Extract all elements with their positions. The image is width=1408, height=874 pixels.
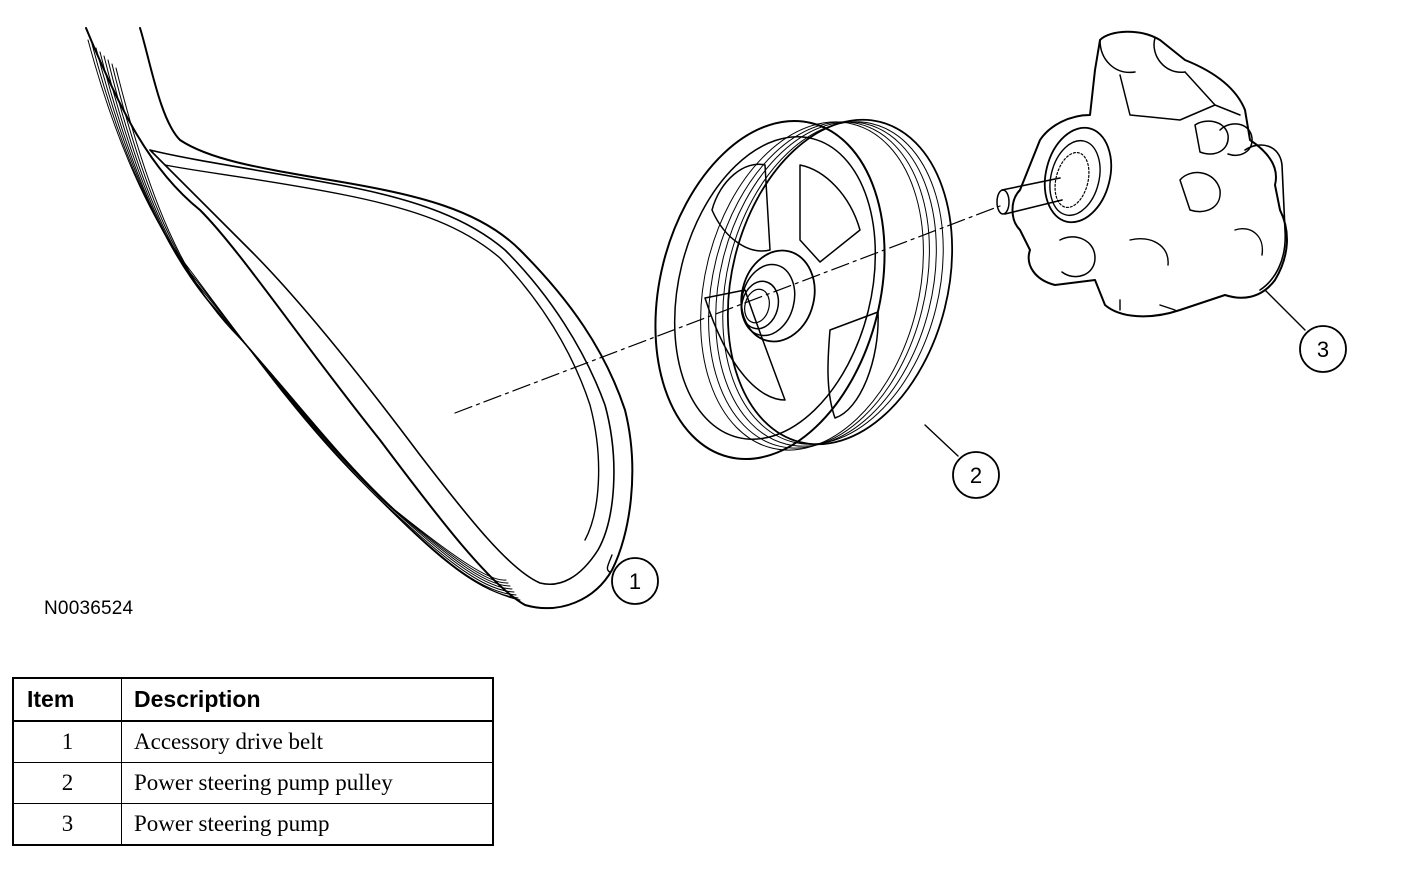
- leader-line-1: [606, 554, 613, 573]
- row-description: Power steering pump: [121, 803, 494, 846]
- legend-header-row: Item Description: [12, 677, 494, 722]
- callout-1-number: 1: [629, 569, 641, 594]
- table-row: 3 Power steering pump: [12, 803, 494, 846]
- legend-table: Item Description 1 Accessory drive belt …: [12, 677, 494, 846]
- callout-3: 3: [1299, 325, 1347, 373]
- accessory-drive-belt: [85, 27, 634, 610]
- power-steering-pump: [996, 30, 1288, 318]
- table-row: 1 Accessory drive belt: [12, 720, 494, 763]
- header-item: Item: [12, 677, 122, 722]
- row-item-number: 1: [12, 720, 122, 763]
- row-description: Accessory drive belt: [121, 720, 494, 763]
- callout-2-number: 2: [970, 463, 982, 488]
- figure-id: N0036524: [44, 598, 134, 619]
- row-item-number: 2: [12, 762, 122, 804]
- exploded-view-illustration: 1 2 3: [85, 27, 1347, 610]
- leader-line-3: [1264, 289, 1306, 331]
- row-item-number: 3: [12, 803, 122, 846]
- leader-line-2: [924, 424, 959, 457]
- callout-1: 1: [611, 557, 659, 605]
- callout-2: 2: [952, 451, 1000, 499]
- power-steering-pump-pulley: [654, 118, 954, 460]
- center-axis-line: [454, 205, 1001, 414]
- header-description: Description: [121, 677, 494, 722]
- table-row: 2 Power steering pump pulley: [12, 762, 494, 804]
- row-description: Power steering pump pulley: [121, 762, 494, 804]
- callout-3-number: 3: [1317, 337, 1329, 362]
